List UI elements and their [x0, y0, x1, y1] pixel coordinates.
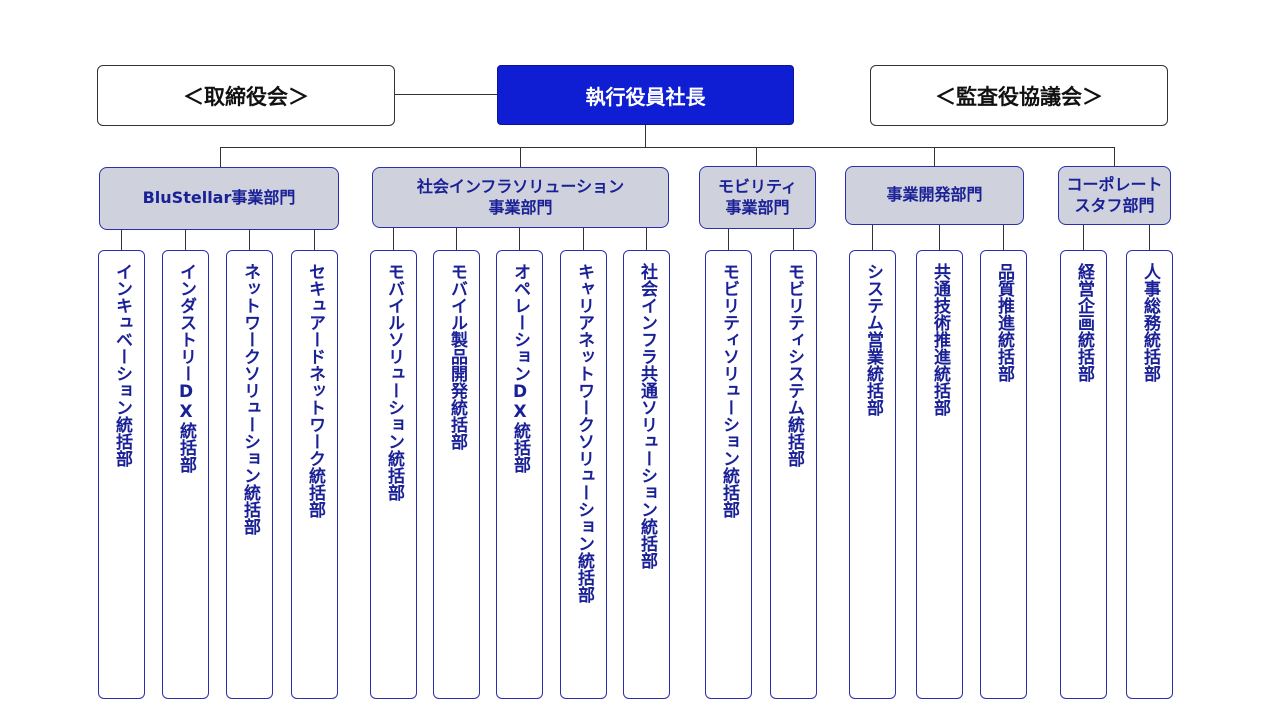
president-label: 執行役員社長	[585, 84, 706, 109]
unit-label: インキュベーション統括部	[112, 263, 132, 467]
unit-label: 共通技術推進統括部	[930, 263, 950, 416]
unit-drop	[519, 228, 520, 250]
unit-box: モバイル製品開発統括部	[433, 250, 480, 699]
unit-box: モバイルソリューション統括部	[370, 250, 417, 699]
unit-drop	[249, 230, 250, 250]
unit-box: 経営企画統括部	[1060, 250, 1107, 699]
dept-drop-2	[520, 147, 521, 168]
dept-bus	[220, 147, 1114, 148]
dept-label: BluStellar事業部門	[142, 188, 296, 208]
unit-label: ネットワークソリューション統括部	[240, 263, 260, 535]
unit-box: キャリアネットワークソリューション統括部	[560, 250, 607, 699]
unit-label: 品質推進統括部	[994, 263, 1014, 382]
unit-label: オペレーションDX統括部	[510, 263, 530, 473]
unit-drop	[314, 230, 315, 250]
unit-box: システム営業統括部	[849, 250, 896, 699]
unit-label: システム営業統括部	[863, 263, 883, 416]
audit-label: ＜監査役協議会＞	[935, 84, 1103, 109]
unit-drop	[793, 229, 794, 250]
unit-label: モバイル製品開発統括部	[447, 263, 467, 450]
dept-social-infra: 社会インフラソリューション 事業部門	[372, 167, 669, 228]
audit-box: ＜監査役協議会＞	[870, 65, 1168, 126]
unit-drop	[456, 228, 457, 250]
unit-box: 共通技術推進統括部	[916, 250, 963, 699]
unit-box: オペレーションDX統括部	[496, 250, 543, 699]
unit-box: モビリティシステム統括部	[770, 250, 817, 699]
unit-label: 人事総務統括部	[1140, 263, 1160, 382]
board-label: ＜取締役会＞	[183, 84, 309, 109]
president-trunk	[645, 124, 646, 148]
unit-drop	[1003, 225, 1004, 250]
unit-drop	[185, 230, 186, 250]
board-connector	[394, 94, 498, 95]
dept-business-dev: 事業開発部門	[845, 166, 1024, 225]
unit-label: モバイルソリューション統括部	[384, 263, 404, 501]
dept-corporate-staff: コーポレート スタフ部門	[1058, 166, 1171, 225]
dept-mobility: モビリティ 事業部門	[699, 166, 816, 229]
unit-drop	[583, 228, 584, 250]
unit-drop	[1083, 225, 1084, 250]
unit-drop	[939, 225, 940, 250]
unit-box: 品質推進統括部	[980, 250, 1027, 699]
unit-label: モビリティソリューション統括部	[719, 263, 739, 518]
unit-drop	[728, 229, 729, 250]
dept-label: 社会インフラソリューション 事業部門	[416, 176, 625, 217]
unit-label: インダストリーDX統括部	[176, 263, 196, 473]
unit-label: モビリティシステム統括部	[784, 263, 804, 467]
dept-label: モビリティ 事業部門	[717, 176, 798, 217]
unit-drop	[646, 228, 647, 250]
unit-box: インダストリーDX統括部	[162, 250, 209, 699]
unit-drop	[121, 230, 122, 250]
unit-label: 経営企画統括部	[1074, 263, 1094, 382]
dept-drop-4	[934, 147, 935, 167]
unit-box: 人事総務統括部	[1126, 250, 1173, 699]
unit-box: セキュアードネットワーク統括部	[291, 250, 338, 699]
dept-label: コーポレート スタフ部門	[1066, 174, 1163, 215]
board-box: ＜取締役会＞	[97, 65, 395, 126]
unit-box: インキュベーション統括部	[98, 250, 145, 699]
unit-drop	[393, 228, 394, 250]
unit-box: ネットワークソリューション統括部	[226, 250, 273, 699]
unit-label: 社会インフラ共通ソリューション統括部	[637, 263, 657, 569]
dept-label: 事業開発部門	[886, 185, 983, 205]
unit-drop	[872, 225, 873, 250]
unit-label: セキュアードネットワーク統括部	[305, 263, 325, 518]
dept-drop-1	[220, 147, 221, 168]
unit-box: モビリティソリューション統括部	[705, 250, 752, 699]
unit-box: 社会インフラ共通ソリューション統括部	[623, 250, 670, 699]
dept-drop-5	[1114, 147, 1115, 167]
president-box: 執行役員社長	[497, 65, 794, 125]
unit-label: キャリアネットワークソリューション統括部	[574, 263, 594, 603]
dept-blustellar: BluStellar事業部門	[99, 167, 339, 230]
unit-drop	[1149, 225, 1150, 250]
dept-drop-3	[756, 147, 757, 167]
